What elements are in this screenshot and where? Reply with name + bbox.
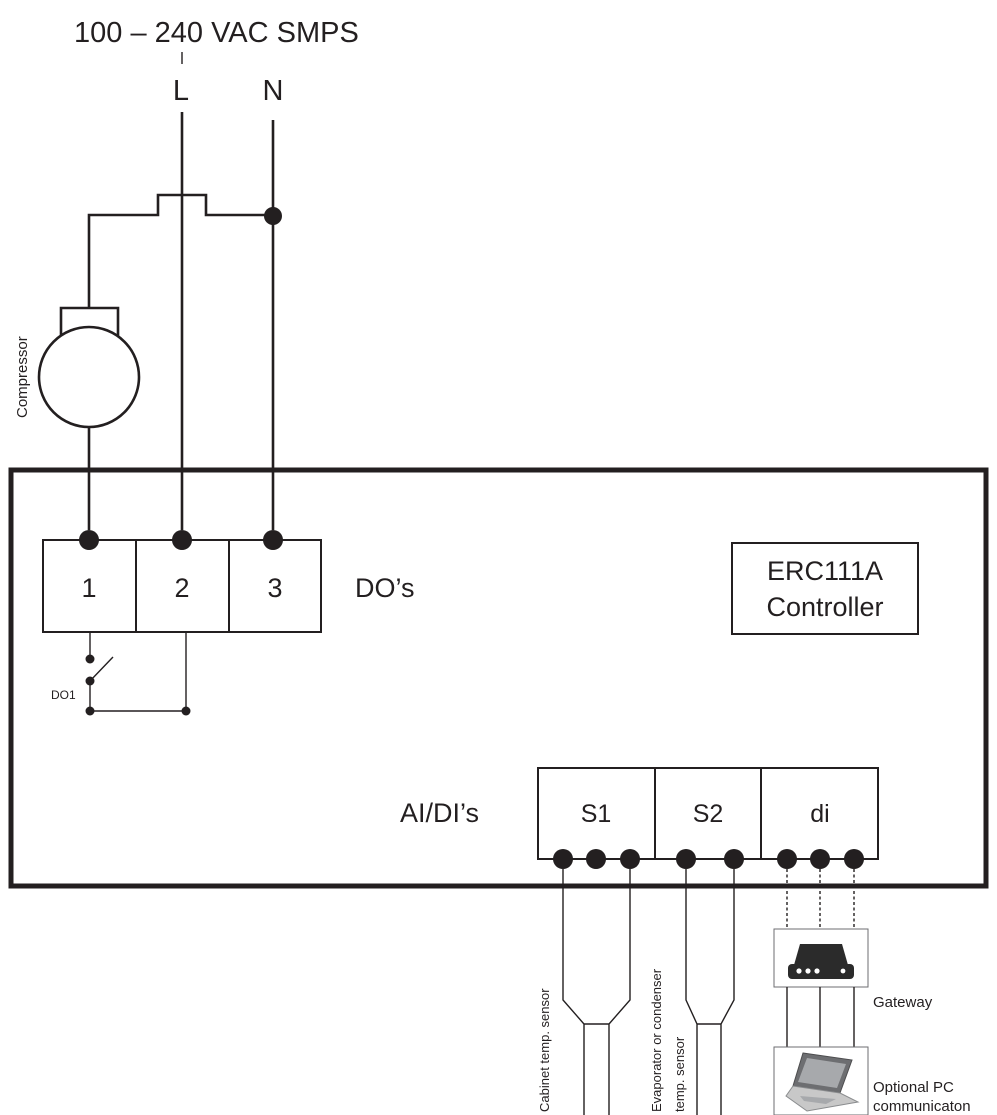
controller-enclosure [8,467,989,889]
neutral-junction-dot [264,207,282,225]
do-terminal-2 [135,539,230,633]
relay-right-dot [181,706,191,716]
evaporator-sensor-cable [685,869,735,1115]
do-terminal-2-label: 2 [174,573,189,603]
relay-contact-top-dot [85,654,95,664]
input-terminal-s2 [654,767,762,860]
input-terminal-s1-label: S1 [581,800,612,828]
s1-pin-3-dot [620,849,640,869]
di-pin-2-dot [810,849,830,869]
evaporator-sensor-label-1: Evaporator or condenser [649,968,664,1112]
do-terminal-1-label: 1 [81,573,96,603]
do-terminal-3 [228,539,322,633]
s1-pin-1-dot [553,849,573,869]
laptop-icon [785,1052,860,1112]
do-terminal-2-dot [172,530,192,550]
relay-left-dot [85,706,95,716]
do-terminal-1-dot [79,530,99,550]
gateway-label: Gateway [873,994,933,1011]
input-terminal-di-label: di [810,800,829,828]
pc-label-2: communicaton [873,1098,971,1115]
controller-type: Controller [766,592,883,622]
line-label: L [173,75,189,107]
input-terminal-di [760,767,879,860]
controller-name-box [731,542,919,635]
s1-pin-2-dot [586,849,606,869]
supply-title: 100 – 240 VAC SMPS [74,17,359,49]
compressor-bracket [59,306,120,340]
compressor-label: Compressor [14,336,31,418]
compressor-neutral-wire [87,193,273,307]
input-group-label: AI/DI’s [400,798,479,828]
input-terminal-s2-label: S2 [693,800,724,828]
s2-pin-2-dot [724,849,744,869]
pc-label-1: Optional PC [873,1079,954,1096]
relay-switch-icon [89,656,114,682]
relay-label: DO1 [51,688,76,702]
gateway-icon [788,944,854,979]
cabinet-sensor-cable [562,869,631,1115]
do-terminal-1 [42,539,137,633]
compressor-icon [37,325,141,429]
cabinet-sensor-label: Cabinet temp. sensor [537,988,552,1112]
di-pin-3-dot [844,849,864,869]
neutral-label: N [263,75,284,107]
s2-pin-1-dot [676,849,696,869]
di-pin-1-dot [777,849,797,869]
evaporator-sensor-label-2: temp. sensor [672,1036,687,1112]
do-terminal-3-label: 3 [267,573,282,603]
controller-model: ERC111A [767,556,883,586]
do-terminal-3-dot [263,530,283,550]
do-group-label: DO’s [355,573,415,603]
